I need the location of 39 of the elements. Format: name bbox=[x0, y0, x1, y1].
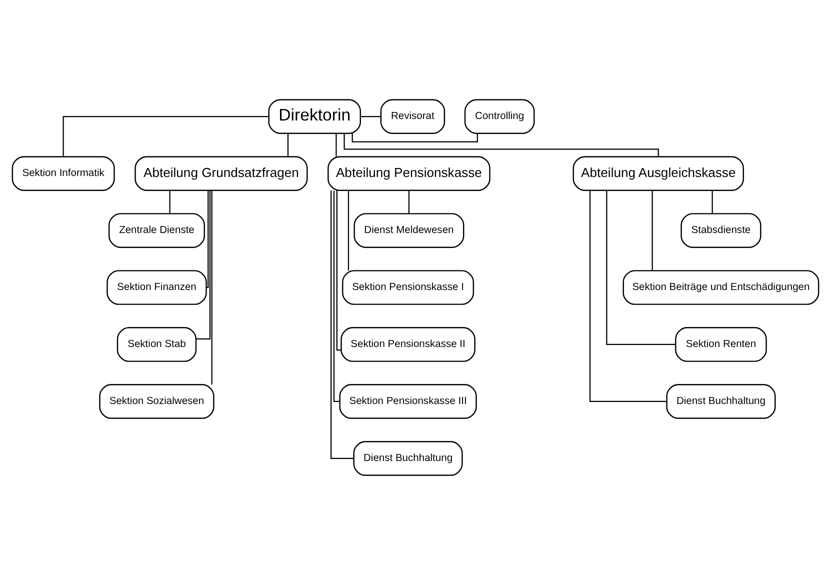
connector bbox=[589, 190, 667, 402]
node-box: Dienst Buchhaltung bbox=[353, 440, 463, 476]
connector bbox=[352, 133, 478, 142]
connector bbox=[206, 190, 209, 288]
node-box: Abteilung Ausgleichskasse bbox=[572, 156, 744, 190]
node-box: Sektion Sozialwesen bbox=[99, 384, 214, 418]
connector bbox=[344, 133, 659, 156]
node-box: Sektion Stab bbox=[116, 326, 197, 362]
node-box: Sektion Informatik bbox=[12, 156, 115, 190]
node-box: Dienst Buchhaltung bbox=[666, 384, 776, 418]
connector bbox=[606, 190, 676, 345]
node-box: Abteilung Grundsatzfragen bbox=[134, 156, 308, 190]
node-box: Stabsdienste bbox=[680, 212, 762, 248]
connector bbox=[408, 190, 410, 213]
node-box: Sektion Beiträge und Entschädigungen bbox=[622, 270, 820, 304]
connector bbox=[652, 190, 653, 270]
node-box: Dienst Meldewesen bbox=[354, 212, 464, 248]
connector bbox=[333, 190, 340, 402]
node-box: Sektion Pensionskasse III bbox=[339, 384, 477, 418]
node-box: Sektion Pensionskasse II bbox=[340, 326, 476, 362]
connector bbox=[211, 190, 212, 384]
node-box: Direktorin bbox=[268, 98, 361, 134]
node-box: Zentrale Dienste bbox=[108, 212, 205, 248]
node-box: Sektion Pensionskasse I bbox=[342, 270, 474, 304]
connector bbox=[336, 133, 337, 156]
connector bbox=[62, 116, 269, 156]
connector bbox=[336, 190, 342, 350]
connector bbox=[287, 133, 289, 156]
node-box: Abteilung Pensionskasse bbox=[328, 156, 490, 190]
connector bbox=[348, 190, 350, 270]
node-box: Revisorat bbox=[380, 98, 446, 134]
connector bbox=[360, 116, 381, 117]
node-box: Sektion Renten bbox=[675, 326, 767, 362]
connector bbox=[330, 190, 354, 458]
connector bbox=[169, 190, 170, 213]
connector bbox=[196, 190, 211, 339]
node-box: Controlling bbox=[464, 98, 535, 134]
node-box: Sektion Finanzen bbox=[106, 270, 207, 304]
connector bbox=[712, 190, 713, 213]
